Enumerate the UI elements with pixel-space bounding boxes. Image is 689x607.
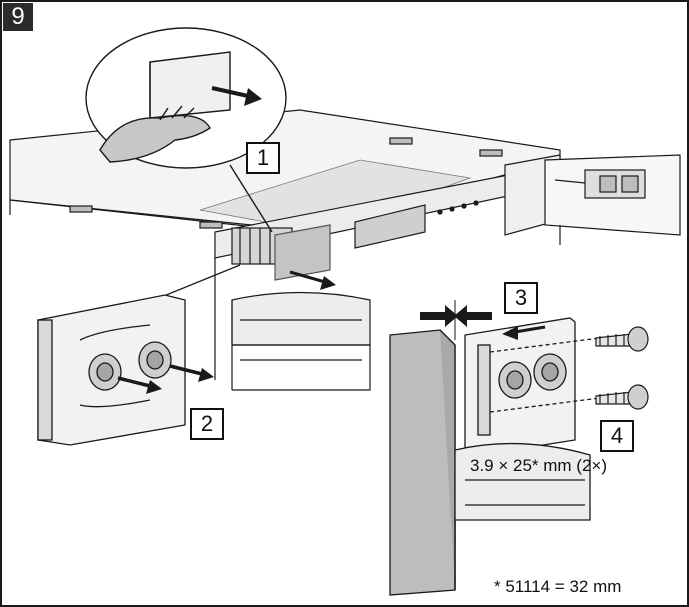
screw-bottom [595, 384, 649, 410]
callout-2: 2 [190, 408, 224, 440]
detail-bubble-cover-removal [85, 27, 287, 233]
callout-4: 4 [600, 420, 634, 452]
callout-1: 1 [246, 142, 280, 174]
callout-3: 3 [504, 282, 538, 314]
screw-specification: 3.9 × 25* mm (2×) [470, 456, 608, 475]
hinge-bracket-detail [37, 264, 241, 446]
footnote: * 51114 = 32 mm [494, 577, 622, 596]
door-fastening-detail [389, 300, 601, 596]
screw-top [595, 326, 649, 352]
step-number-badge: 9 [3, 3, 33, 31]
